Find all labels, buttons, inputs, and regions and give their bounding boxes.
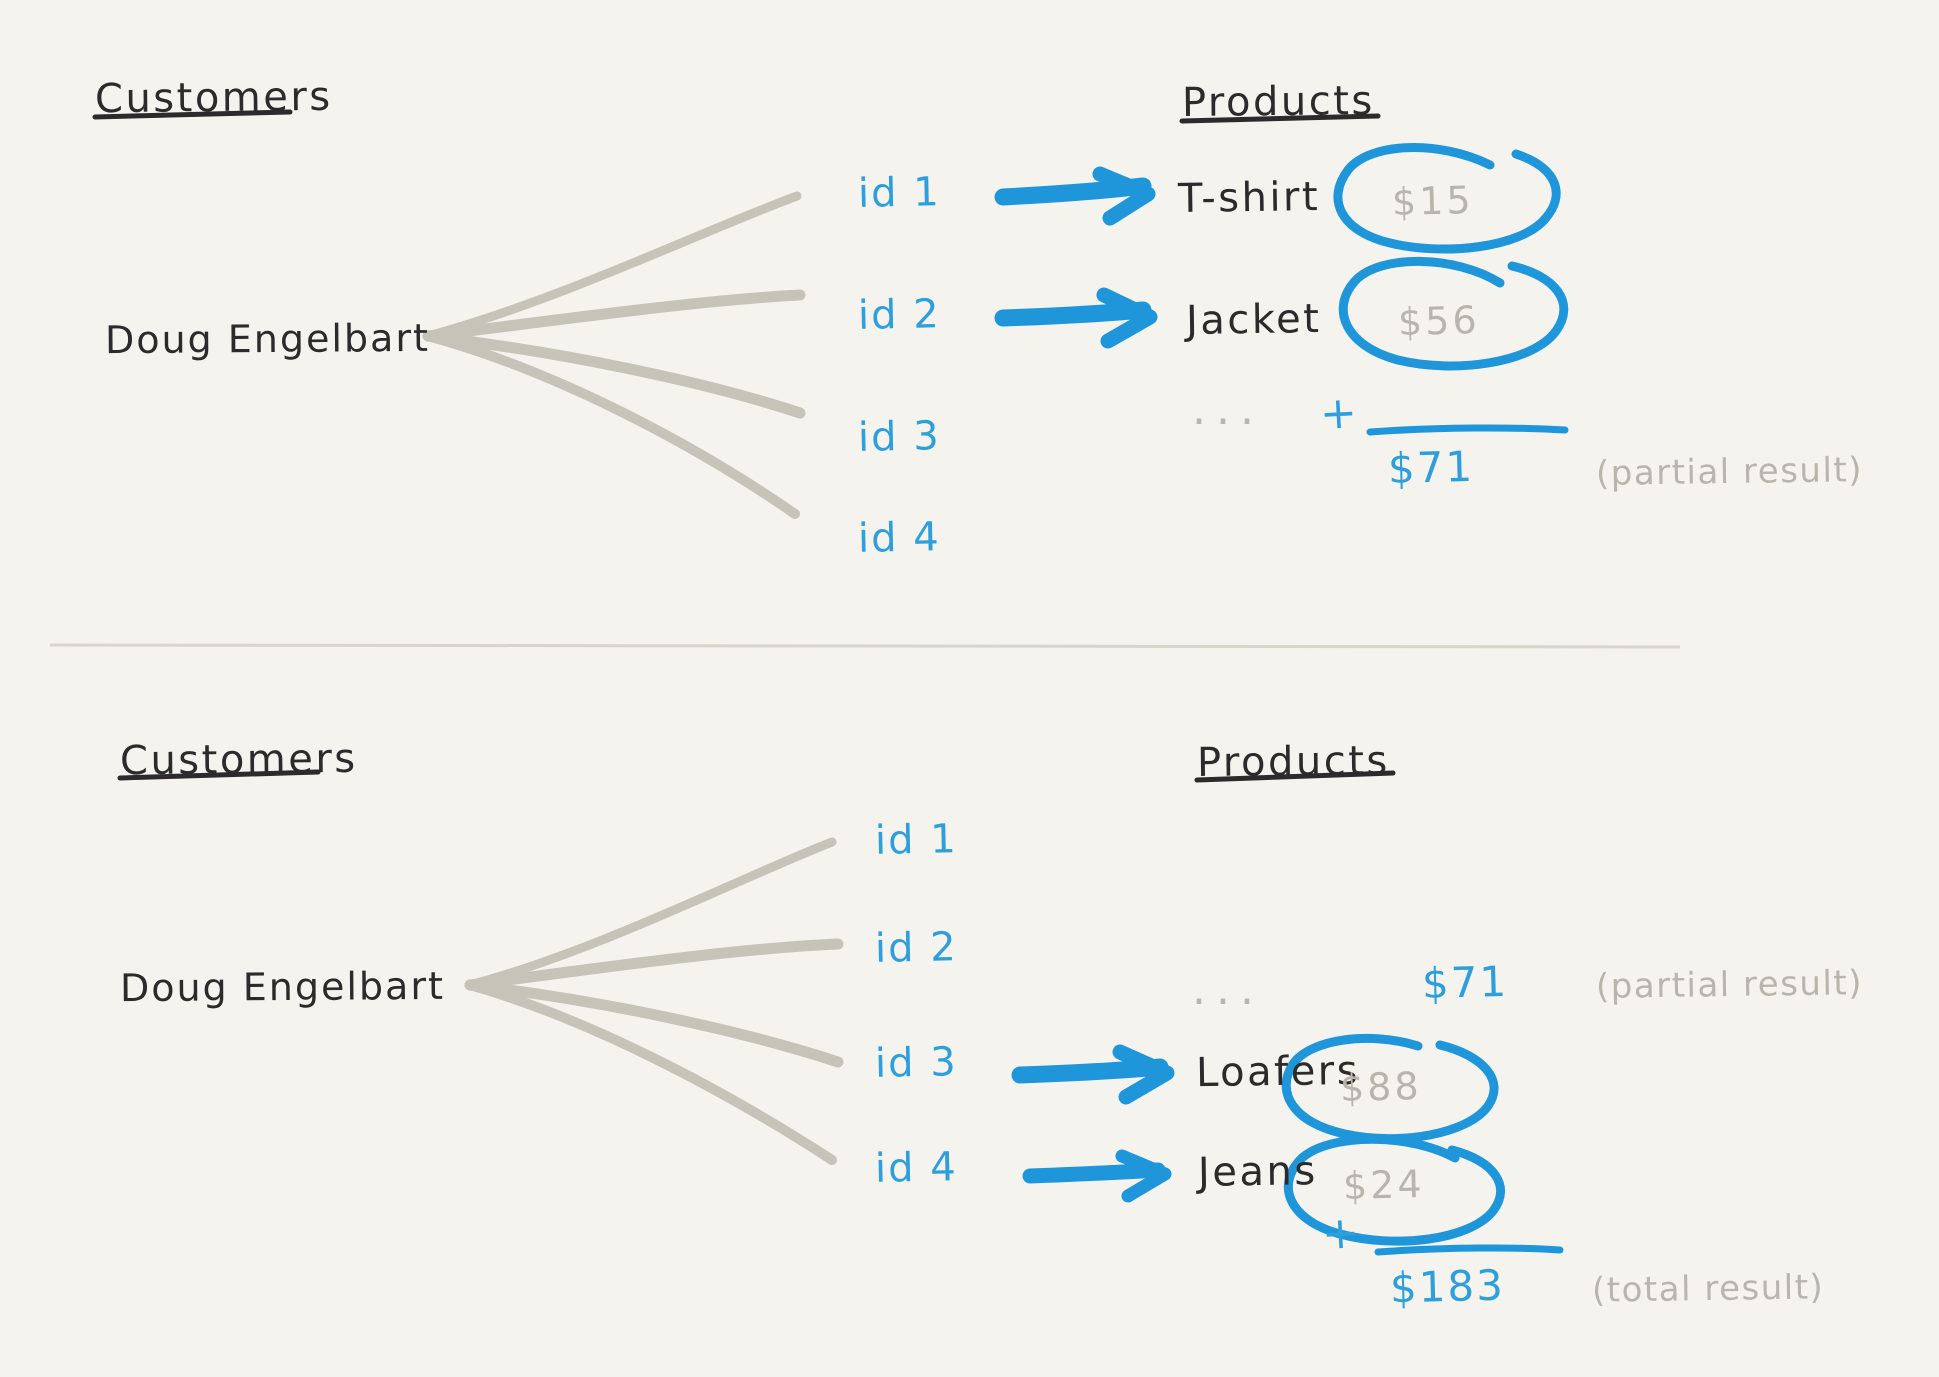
sum-value-bottom: $183 (1389, 1260, 1506, 1313)
top-sum-rule (1366, 424, 1569, 436)
product-name-jeans: Jeans (1197, 1148, 1318, 1196)
product-name-tshirt: T-shirt (1177, 174, 1321, 222)
panel-divider (49, 643, 1681, 649)
sum-note-top: (partial result) (1595, 450, 1864, 494)
bottom-sum-rule (1374, 1244, 1564, 1256)
top-arrow-id2 (994, 287, 1158, 349)
id-label-top-4[interactable]: id 4 (857, 514, 942, 562)
ellipsis-top: ... (1192, 384, 1264, 435)
carry-note-bottom: (partial result) (1595, 963, 1864, 1007)
id-label-bottom-1[interactable]: id 1 (874, 816, 959, 864)
price-tshirt: $15 (1391, 177, 1475, 225)
customer-name-bottom: Doug Engelbart (119, 963, 446, 1011)
plus-sign-top: + (1318, 387, 1359, 440)
carry-sum-bottom: $71 (1421, 956, 1509, 1009)
product-name-loafers: Loafers (1195, 1047, 1361, 1097)
id-label-bottom-3[interactable]: id 3 (874, 1039, 959, 1087)
top-fan-curves (422, 191, 806, 519)
plus-sign-bottom: + (1320, 1207, 1361, 1260)
products-heading-bottom: Products (1196, 737, 1390, 787)
id-label-top-3[interactable]: id 3 (857, 413, 942, 461)
product-name-jacket: Jacket (1185, 296, 1322, 344)
customers-heading-top: Customers (94, 73, 333, 123)
price-jeans: $24 (1342, 1161, 1426, 1209)
bottom-arrow-id4 (1022, 1149, 1172, 1203)
top-arrow-id1 (994, 166, 1156, 226)
bottom-arrow-id3 (1011, 1044, 1175, 1105)
price-jacket: $56 (1397, 297, 1481, 345)
ellipsis-bottom: ... (1192, 964, 1264, 1015)
sum-value-top: $71 (1387, 441, 1475, 494)
price-loafers: $88 (1339, 1063, 1423, 1111)
bottom-fan-curves (464, 837, 844, 1165)
customer-name-top: Doug Engelbart (104, 315, 431, 363)
id-label-top-2[interactable]: id 2 (857, 291, 942, 339)
products-heading-top: Products (1181, 77, 1375, 127)
id-label-bottom-4[interactable]: id 4 (874, 1144, 959, 1192)
customers-heading-bottom: Customers (119, 735, 358, 785)
sum-note-bottom: (total result) (1591, 1267, 1825, 1311)
id-label-bottom-2[interactable]: id 2 (874, 924, 959, 972)
id-label-top-1[interactable]: id 1 (857, 169, 942, 217)
